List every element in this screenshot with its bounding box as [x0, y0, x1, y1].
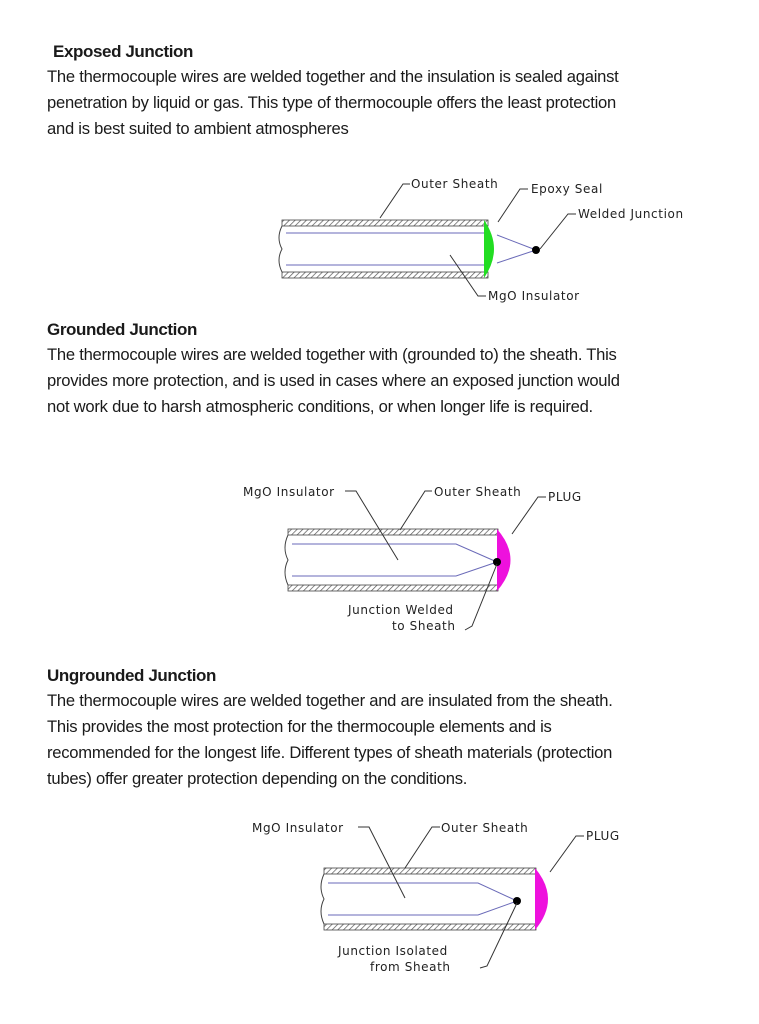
leader-line [345, 490, 399, 561]
label-junction-welded: Junction Welded [347, 603, 454, 617]
label-outer-sheath: Outer Sheath [441, 821, 528, 835]
leader-line [497, 188, 528, 223]
wire [328, 882, 518, 902]
text-line: tubes) offer greater protection dependin… [47, 769, 468, 788]
label-to-sheath: to Sheath [392, 619, 456, 633]
wire [496, 249, 537, 264]
leader-line [549, 835, 584, 873]
label-mgo-insulator: MgO Insulator [252, 821, 344, 835]
wire [496, 234, 537, 251]
leader-line [379, 183, 410, 219]
text-line: provides more protection, and is used in… [47, 371, 620, 390]
plug [535, 868, 548, 930]
text-line: This provides the most protection for th… [47, 717, 552, 736]
wire [292, 561, 498, 577]
label-mgo-insulator: MgO Insulator [488, 289, 580, 303]
text-line: The thermocouple wires are welded togeth… [47, 67, 619, 86]
exposed-junction-diagram: Outer Sheath Epoxy Seal Welded Junction … [278, 177, 684, 303]
plug [497, 529, 511, 591]
welded-junction-dot [532, 246, 540, 254]
leader-line [449, 254, 486, 297]
heading-exposed-junction: Exposed Junction [53, 42, 194, 61]
paragraph-exposed-junction: The thermocouple wires are welded togeth… [47, 64, 747, 142]
sheath-break [320, 873, 325, 925]
sheath-bottom-wall [281, 271, 489, 279]
label-outer-sheath: Outer Sheath [411, 177, 498, 191]
leader-line [479, 902, 518, 969]
leader-line [404, 826, 440, 869]
sheath-top-wall [281, 219, 489, 227]
text-line: penetration by liquid or gas. This type … [47, 93, 616, 112]
label-plug: PLUG [586, 829, 620, 843]
sheath-top-wall [323, 867, 537, 875]
label-epoxy-seal: Epoxy Seal [531, 182, 603, 196]
label-plug: PLUG [548, 490, 582, 504]
leader-line [399, 490, 432, 531]
text-line: not work due to harsh atmospheric condit… [47, 397, 593, 416]
heading-grounded-junction: Grounded Junction [47, 320, 197, 339]
heading-ungrounded-junction: Ungrounded Junction [47, 666, 216, 685]
label-mgo-insulator: MgO Insulator [243, 485, 335, 499]
label-welded-junction: Welded Junction [578, 207, 684, 221]
leader-line [539, 213, 576, 250]
text-line: and is best suited to ambient atmosphere… [47, 119, 349, 138]
leader-line [464, 563, 498, 631]
leader-line [358, 826, 406, 899]
paragraph-ungrounded-junction: The thermocouple wires are welded togeth… [47, 688, 747, 792]
leader-line [511, 496, 546, 535]
sheath-break [278, 225, 283, 273]
junction-dot [493, 558, 501, 566]
text-line: recommended for the longest life. Differ… [47, 743, 613, 762]
sheath-bottom-wall [287, 584, 499, 592]
wire [328, 900, 518, 916]
text-line: The thermocouple wires are welded togeth… [47, 345, 617, 364]
sheath-break [284, 534, 289, 586]
junction-dot [513, 897, 521, 905]
ungrounded-junction-diagram: MgO Insulator Outer Sheath PLUG Junction… [252, 821, 620, 974]
text-line: The thermocouple wires are welded togeth… [47, 691, 613, 710]
sheath-top-wall [287, 528, 499, 536]
label-junction-isolated: Junction Isolated [337, 944, 448, 958]
wire [292, 543, 498, 563]
paragraph-grounded-junction: The thermocouple wires are welded togeth… [47, 342, 747, 420]
grounded-junction-diagram: MgO Insulator Outer Sheath PLUG Junction… [243, 485, 582, 633]
label-from-sheath: from Sheath [370, 960, 451, 974]
label-outer-sheath: Outer Sheath [434, 485, 521, 499]
epoxy-seal [484, 220, 494, 278]
